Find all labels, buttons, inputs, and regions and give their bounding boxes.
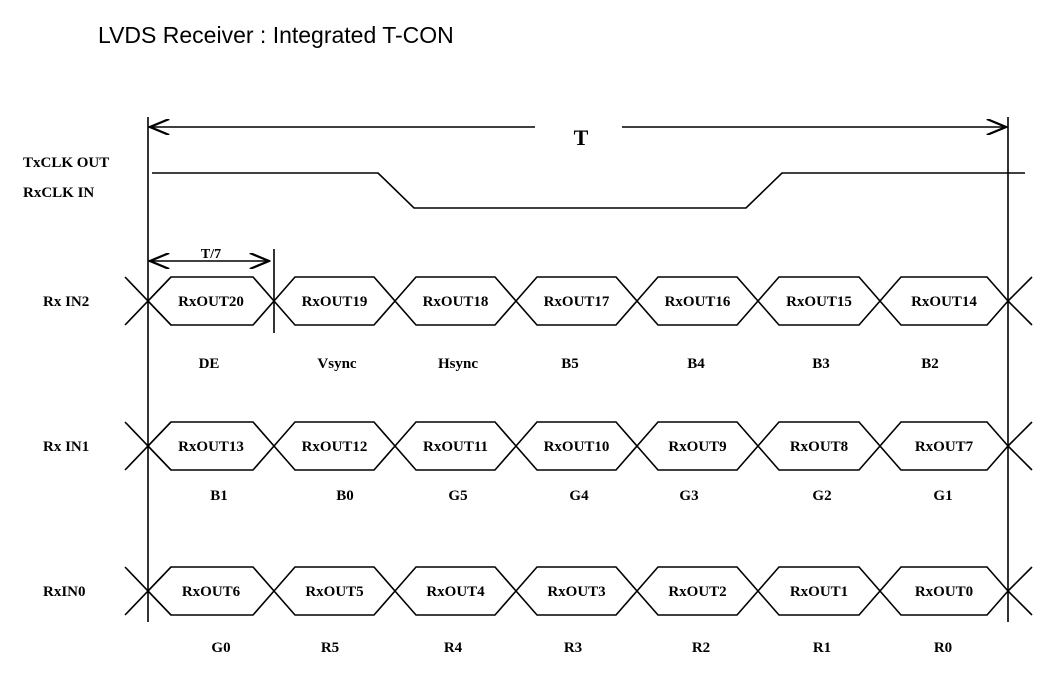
bit-label: B1: [210, 488, 228, 504]
bit-label: B4: [687, 356, 705, 372]
lane-label: Rx IN2: [43, 294, 89, 310]
bit-label: B2: [921, 356, 939, 372]
cell-label: RxOUT16: [665, 294, 731, 310]
bit-label: R5: [321, 640, 339, 656]
cell-label: RxOUT4: [426, 584, 485, 600]
clock-waveform: [152, 172, 1025, 209]
cell-label: RxOUT5: [305, 584, 363, 600]
lane-tail-cross: [1007, 445, 1033, 471]
cell-label: RxOUT18: [423, 294, 489, 310]
cell-label: RxOUT2: [668, 584, 726, 600]
bit-label: G1: [933, 488, 952, 504]
bit-label: B3: [812, 356, 830, 372]
cell-label: RxOUT0: [915, 584, 973, 600]
bit-period-label: T/7: [201, 247, 221, 262]
clock-label-rx: RxCLK IN: [23, 185, 94, 201]
cell-label: RxOUT19: [302, 294, 368, 310]
lane-label: Rx IN1: [43, 439, 89, 455]
cell-label: RxOUT14: [911, 294, 977, 310]
lane-tail-cross: [1007, 421, 1033, 447]
cell-label: RxOUT10: [544, 439, 610, 455]
lane-tail-cross: [1007, 566, 1033, 592]
cell-label: RxOUT11: [423, 439, 488, 455]
period-label: T: [574, 125, 589, 150]
lane-tail-cross: [1007, 276, 1033, 302]
bit-label: G5: [448, 488, 467, 504]
cell-label: RxOUT15: [786, 294, 852, 310]
cell-label: RxOUT17: [544, 294, 610, 310]
clock-label-tx: TxCLK OUT: [23, 155, 109, 171]
cell-label: RxOUT3: [547, 584, 605, 600]
bit-label: G0: [211, 640, 230, 656]
lane-tail-cross: [1007, 590, 1033, 616]
bit-label: B0: [336, 488, 354, 504]
cell-label: RxOUT8: [790, 439, 848, 455]
bit-label: G3: [679, 488, 698, 504]
bit-label: G4: [569, 488, 589, 504]
bit-label: R3: [564, 640, 582, 656]
cell-label: RxOUT1: [790, 584, 848, 600]
bit-label: R4: [444, 640, 463, 656]
cell-label: RxOUT12: [302, 439, 368, 455]
page-title: LVDS Receiver : Integrated T-CON: [98, 22, 454, 48]
bit-label: G2: [812, 488, 831, 504]
cell-label: RxOUT13: [178, 439, 244, 455]
bit-label: R0: [934, 640, 952, 656]
lane-tail-cross: [1007, 300, 1033, 326]
bit-label: R1: [813, 640, 831, 656]
bit-label: DE: [199, 356, 220, 372]
bit-label: R2: [692, 640, 710, 656]
cell-label: RxOUT20: [178, 294, 244, 310]
cell-label: RxOUT9: [668, 439, 726, 455]
lane-label: RxIN0: [43, 584, 86, 600]
cell-label: RxOUT6: [182, 584, 241, 600]
bit-label: Vsync: [317, 356, 357, 372]
bit-label: B5: [561, 356, 579, 372]
bit-label: Hsync: [438, 356, 478, 372]
cell-label: RxOUT7: [915, 439, 974, 455]
